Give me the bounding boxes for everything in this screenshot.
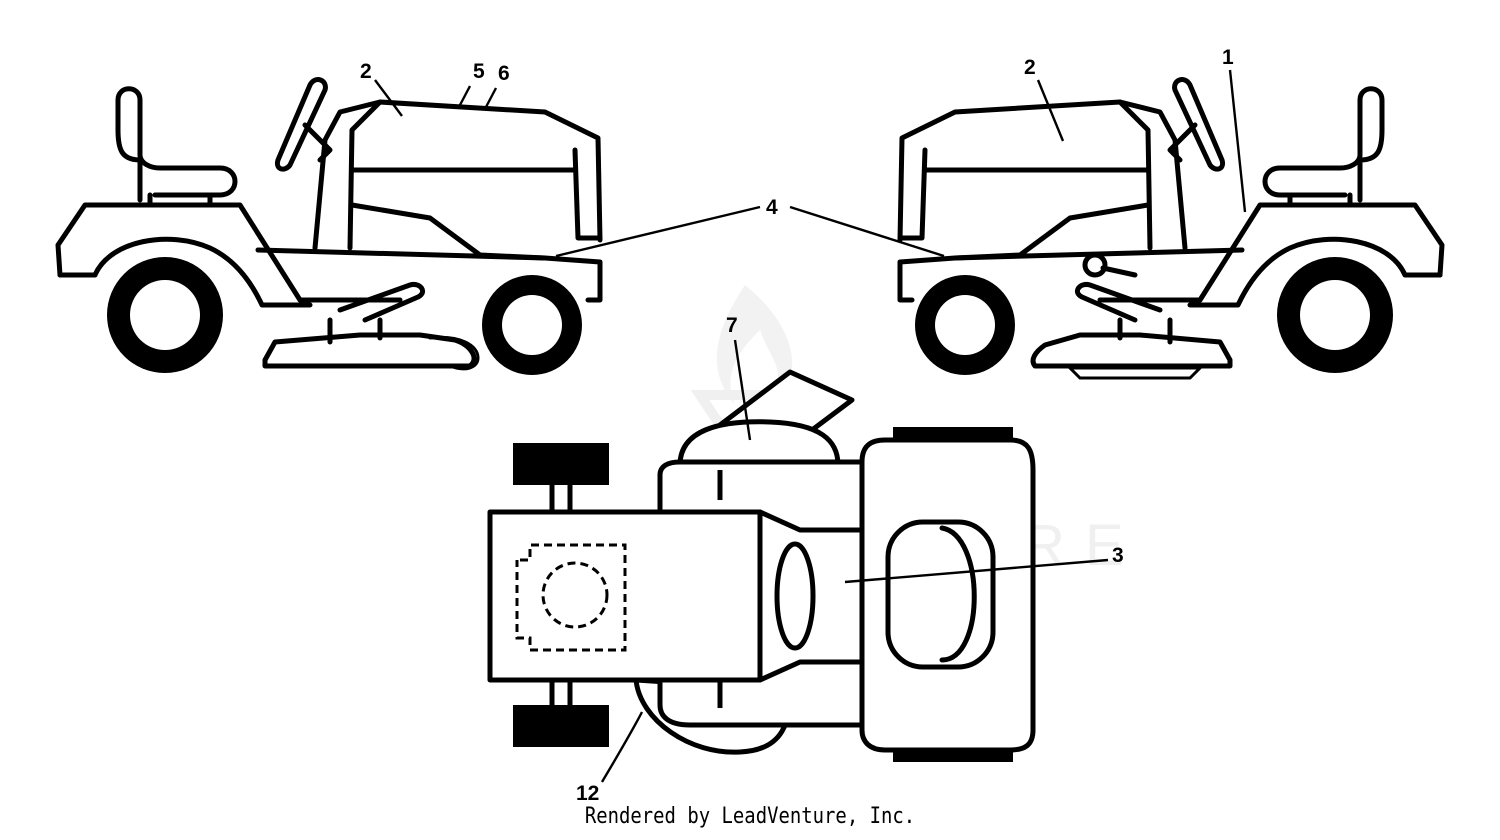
top-view-mower	[487, 369, 1036, 762]
callout-leader-4-right	[789, 205, 945, 258]
left-mower-side-view	[55, 77, 603, 375]
callouts: 2 5 6 2 1 4 7 3 12	[360, 46, 1247, 805]
callout-leader-12	[600, 711, 644, 783]
callout-leader-1	[1228, 69, 1247, 213]
right-mower-side-view	[897, 77, 1445, 380]
callout-leader-2-right	[1036, 79, 1065, 142]
callout-2-right: 2	[1024, 56, 1036, 79]
callout-2-left: 2	[360, 60, 372, 83]
callout-12: 12	[576, 782, 599, 805]
callout-leader-5	[458, 85, 472, 106]
callout-leader-2-left	[374, 79, 403, 117]
callout-5: 5	[473, 60, 485, 83]
callout-1: 1	[1222, 46, 1234, 69]
callout-leader-3	[844, 558, 1109, 584]
callout-7: 7	[726, 314, 738, 337]
footer-credit: Rendered by LeadVenture, Inc.	[584, 804, 916, 829]
callout-4: 4	[766, 196, 778, 219]
callout-6: 6	[498, 62, 510, 85]
callout-leader-7	[733, 339, 752, 441]
callout-leader-6	[484, 87, 498, 108]
callout-leader-4-left	[555, 205, 761, 258]
callout-3: 3	[1112, 544, 1124, 567]
